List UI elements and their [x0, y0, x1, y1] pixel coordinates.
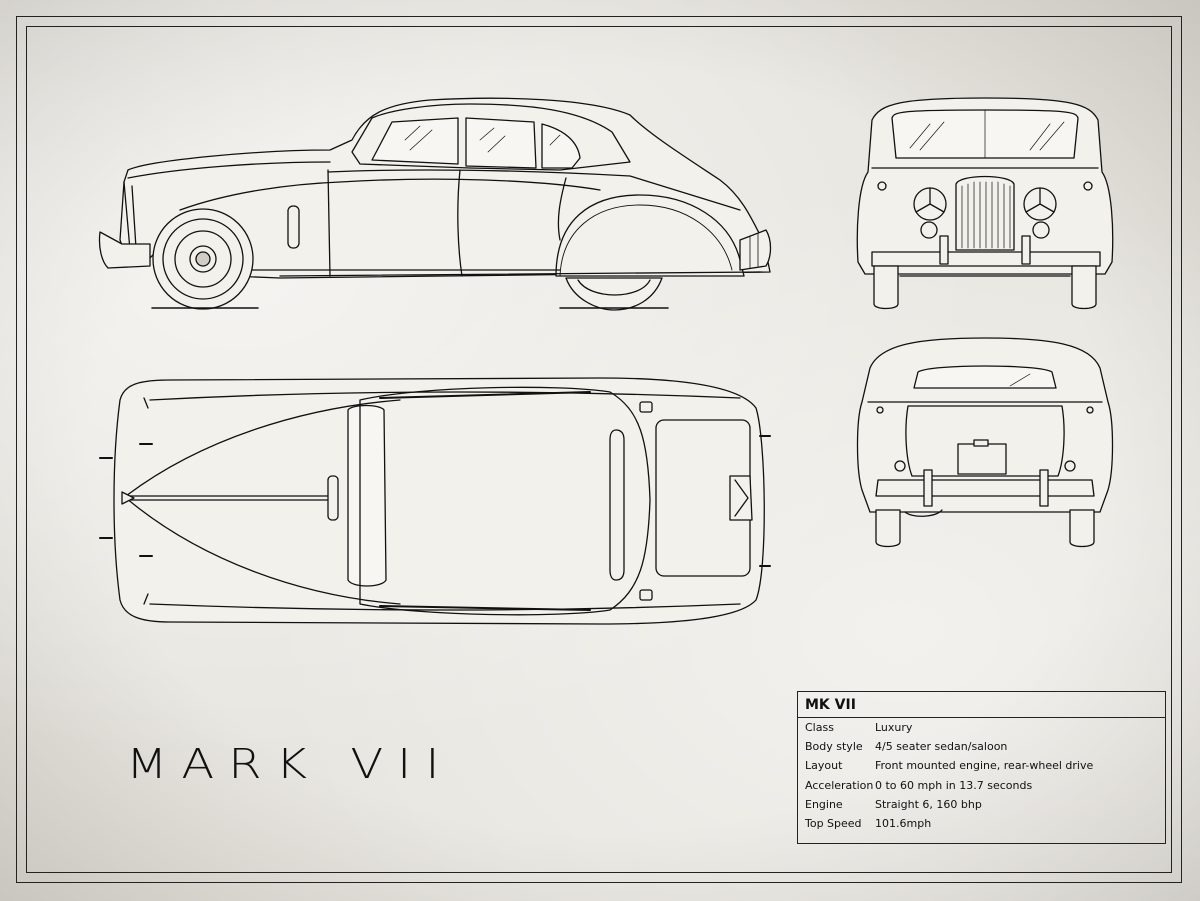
- side-vent: [287, 205, 300, 249]
- spec-key: Top Speed: [805, 816, 862, 830]
- inner-frame: [26, 26, 1172, 873]
- spec-value: Straight 6, 160 bhp: [875, 797, 982, 811]
- top-windscreen: [347, 404, 387, 587]
- spec-row: Acceleration 0 to 60 mph in 13.7 seconds: [798, 776, 1165, 795]
- side-window-rear: [541, 123, 581, 169]
- top-roof: [359, 386, 651, 616]
- spec-value: Luxury: [875, 721, 913, 734]
- spec-value: 0 to 60 mph in 13.7 seconds: [875, 778, 1033, 792]
- front-grille: [955, 175, 1015, 251]
- side-view: [98, 97, 772, 311]
- side-front-bumper: [98, 231, 151, 269]
- side-roof: [351, 103, 631, 171]
- rear-bumper: [875, 479, 1095, 497]
- spec-value: Front mounted engine, rear-wheel drive: [875, 759, 1094, 773]
- spec-key: Body style: [805, 740, 863, 754]
- poster-title: MARK VII: [126, 740, 454, 789]
- spec-box: MK VII Class Luxury Body style 4/5 seate…: [797, 691, 1166, 844]
- side-rear-wheel: [565, 277, 663, 311]
- top-view: [99, 377, 771, 625]
- front-wheel-right: [1071, 265, 1097, 310]
- outer-frame: [16, 16, 1182, 883]
- spec-value: 101.6mph: [875, 816, 932, 830]
- rear-view: [856, 337, 1114, 548]
- spec-row: Top Speed 101.6mph: [798, 814, 1165, 833]
- side-window-mid: [465, 117, 537, 169]
- side-window-front: [371, 117, 459, 165]
- front-wheel-left: [873, 265, 899, 310]
- spec-value: 4/5 seater sedan/saloon: [875, 740, 1008, 754]
- front-view: [856, 97, 1114, 310]
- spec-row: Class Luxury: [798, 718, 1165, 737]
- front-bumper: [871, 251, 1101, 267]
- side-rear-spat: [555, 194, 745, 277]
- spec-key: Acceleration: [805, 778, 874, 792]
- spec-key: Engine: [805, 797, 843, 811]
- rear-wheel-left: [875, 509, 901, 548]
- spec-box-heading: MK VII: [798, 692, 1165, 718]
- rear-window: [913, 365, 1057, 389]
- rear-number-plate: [957, 443, 1007, 475]
- side-rear-bumper: [739, 229, 772, 271]
- spec-key: Class: [805, 721, 834, 734]
- spec-row: Layout Front mounted engine, rear-wheel …: [798, 756, 1165, 775]
- spec-row: Body style 4/5 seater sedan/saloon: [798, 737, 1165, 756]
- rear-wheel-right: [1069, 509, 1095, 548]
- top-body: [113, 377, 765, 625]
- spec-row: Engine Straight 6, 160 bhp: [798, 795, 1165, 814]
- spec-key: Layout: [805, 759, 843, 773]
